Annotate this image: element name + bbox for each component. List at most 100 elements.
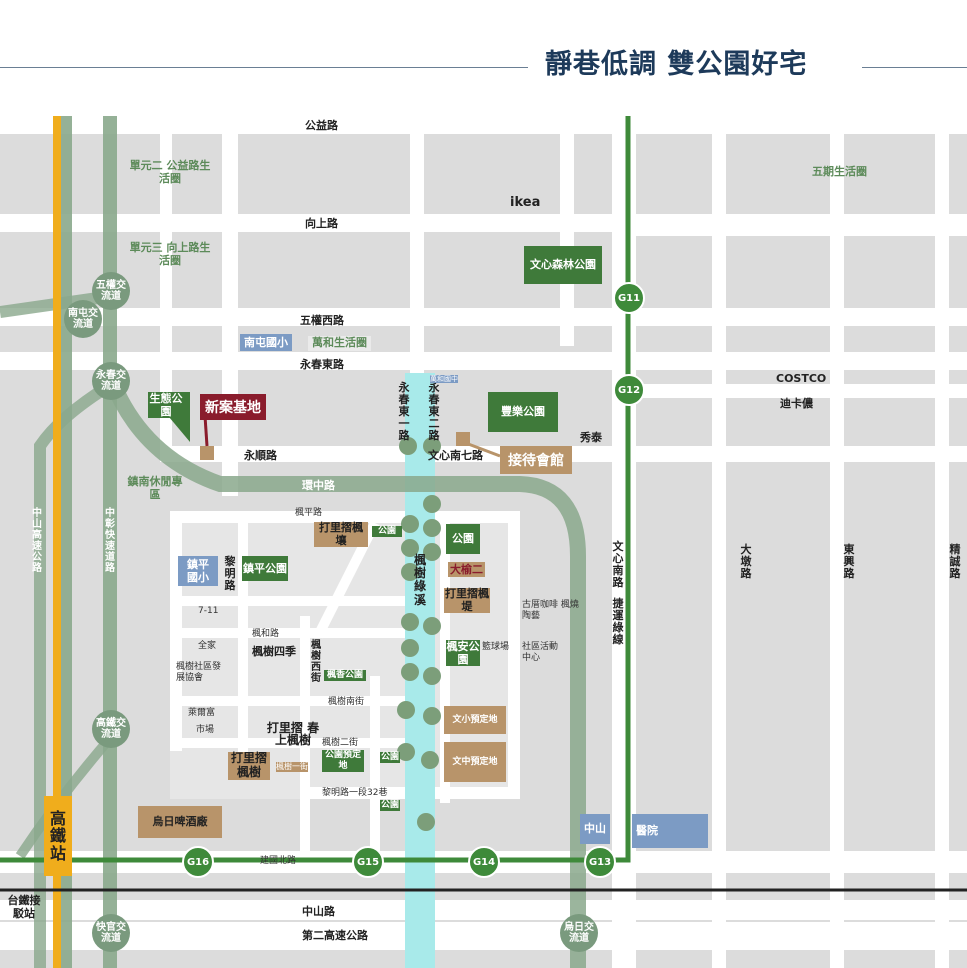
hsr-station: 高鐵站: [44, 796, 72, 876]
station-g15: G15: [352, 846, 384, 878]
page-title: 靜巷低調 雙公園好宅: [545, 49, 808, 80]
label-wenxin-s7: 文心南七路: [428, 449, 483, 462]
hsr-station-label: 高鐵站: [49, 808, 66, 863]
road-freeway2: [0, 922, 967, 950]
phase5-label: 五期生活圈: [812, 165, 867, 178]
road-yongshun: [160, 446, 600, 462]
label-zhongshan-fwy: 中山高速公路: [32, 508, 42, 574]
dalitz-fengshu: 打里摺楓樹: [228, 751, 270, 780]
label-jingcheng: 精誠路: [949, 543, 961, 581]
ikea-label: ikea: [510, 195, 541, 210]
road-h-right1: [636, 224, 967, 236]
road-inner-h3: [170, 696, 410, 706]
basketball-label: 籃球場: [482, 642, 510, 652]
fengle-park: 豐樂公園: [488, 392, 558, 432]
label-jianguo: 建國北路: [260, 856, 297, 866]
label-yongshun: 永順路: [244, 449, 277, 462]
road-inner-h2: [170, 628, 410, 638]
label-dongxing: 東興路: [843, 543, 855, 581]
ic-wuquan: 五權交流道: [92, 272, 130, 310]
road-v7: [560, 116, 574, 346]
eco-park: 生態公園: [148, 392, 184, 419]
map: 公益路 向上路 五權西路 永春東路 永順路 文心南七路 環中路 楓平路 楓和路 …: [0, 116, 967, 968]
ic-hsr: 高鐵交流道: [92, 710, 130, 748]
station-g16: G16: [182, 846, 214, 878]
road-v6: [935, 116, 949, 968]
park-d: 公園: [380, 800, 400, 811]
label-wuquan-w: 五權西路: [300, 314, 344, 327]
nantun-school: 南屯國小: [240, 334, 292, 352]
community-center: 社區活動中心: [522, 642, 559, 663]
dalitz-fengrang: 打里摺楓壤: [314, 521, 368, 548]
creek-label: 楓樹綠溪: [414, 553, 427, 607]
fengshu-1st: 楓樹一街: [276, 762, 308, 772]
label-dadun: 大墩路: [740, 543, 752, 581]
label-xiangshang: 向上路: [305, 217, 338, 230]
zhenping-park: 鎮平公園: [242, 556, 288, 582]
fengxiang-park: 楓香公園: [324, 670, 366, 681]
label-yongchun-e2: 永春東二路: [428, 381, 440, 443]
fengan-park: 楓安公園: [446, 640, 480, 667]
label-fengping: 楓平路: [295, 508, 323, 518]
label-mrt-line: 捷運綠線: [612, 597, 624, 647]
title-rule-left: [0, 67, 528, 68]
road-v5: [830, 116, 844, 968]
park-b: 公園: [446, 524, 480, 554]
label-fengshu-2: 楓樹二街: [322, 738, 359, 748]
ic-wuri: 烏日交流道: [560, 914, 598, 952]
road-h-right2: [636, 384, 967, 398]
costco-label: COSTCO: [776, 372, 827, 385]
label-fengshu-s: 楓樹南街: [328, 697, 365, 707]
fengshu-assoc: 楓樹社區發展協會: [176, 662, 222, 683]
station-g12: G12: [613, 374, 645, 406]
road-inner-h1: [170, 596, 410, 606]
park-reserve: 公園預定地: [322, 750, 364, 772]
unit2-label: 單元二 公益路生活圈: [129, 159, 211, 185]
label-zhongzhang: 中彰快速道路: [105, 508, 115, 574]
sales-center: 接待會館: [500, 446, 572, 474]
xiutai-label: 秀泰: [580, 431, 602, 444]
road-inner-v1: [238, 523, 248, 753]
mrt-small-label: 萬和國中: [430, 375, 458, 384]
lairfu-label: 萊爾富: [188, 708, 216, 718]
project-site: 新案基地: [200, 394, 266, 420]
label-wenxin-s: 文心南路: [612, 540, 624, 590]
label-freeway2: 第二高速公路: [302, 929, 368, 942]
hospital-a: 中山: [580, 814, 610, 844]
road-right-mid: [600, 446, 967, 462]
dalitz-spring: 打里摺 春上楓樹: [266, 721, 320, 747]
dayu2-label: 大榆二: [448, 562, 485, 577]
four-seasons: 楓樹四季: [252, 645, 296, 658]
station-g13: G13: [584, 846, 616, 878]
label-liming: 黎明路: [224, 555, 236, 593]
road-inner-right: [508, 511, 520, 799]
ic-nantun: 南屯交流道: [64, 300, 102, 338]
label-liming-32: 黎明路一段32巷: [322, 788, 388, 798]
decathlon-label: 迪卡儂: [780, 397, 813, 410]
label-fenghe: 楓和路: [252, 629, 280, 639]
seven-eleven: 7-11: [198, 606, 219, 616]
park-a: 公園: [372, 526, 402, 537]
label-zhongshan: 中山路: [302, 905, 335, 918]
zhennan-label: 鎮南休閒專區: [127, 475, 183, 501]
ele-school-site: 文小預定地: [444, 706, 506, 734]
station-g14: G14: [468, 846, 500, 878]
road-inner-v2: [300, 616, 310, 856]
road-inner-h4: [170, 738, 410, 748]
label-yongchun-e: 永春東路: [300, 358, 344, 371]
market-label: 市場: [196, 725, 215, 735]
ic-yongchun: 永春交流道: [92, 362, 130, 400]
label-huanzhong: 環中路: [302, 479, 335, 492]
unit3-label: 單元三 向上路生活圈: [129, 241, 211, 267]
title-rule-right: [862, 67, 967, 68]
road-inner-v3: [370, 676, 380, 856]
dalitz-fengdi: 打里摺楓堤: [444, 587, 490, 614]
label-gongyi: 公益路: [305, 119, 338, 132]
tra-station: 台鐵接駁站: [7, 894, 41, 921]
creek-trees: [397, 437, 441, 831]
road-v2: [410, 116, 424, 376]
wanhe-label: 萬和生活圈: [308, 336, 371, 351]
label-yongchun-e1: 永春東一路: [398, 381, 410, 443]
road-v4: [712, 116, 726, 968]
